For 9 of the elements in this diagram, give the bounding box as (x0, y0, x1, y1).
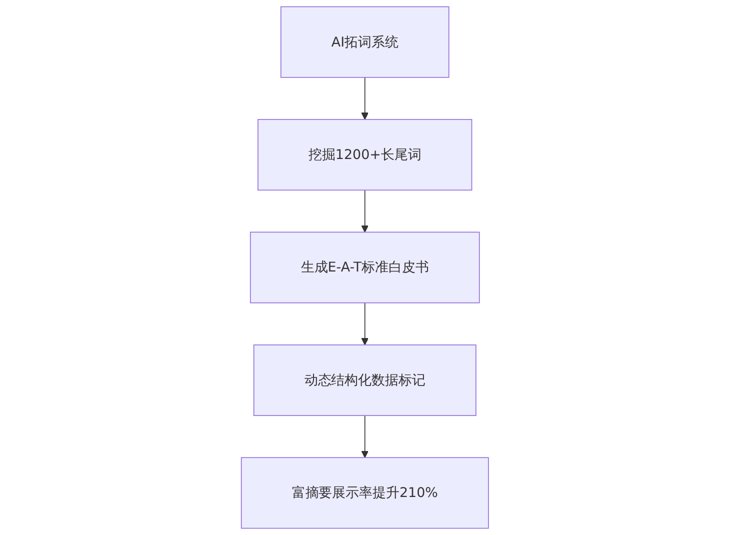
arrow (360, 415, 368, 458)
node-box: 富摘要展示率提升210% (240, 457, 488, 529)
arrow (360, 302, 368, 346)
node-box: 挖掘1200+长尾词 (257, 119, 472, 191)
arrow (360, 76, 368, 120)
node-box: 动态结构化数据标记 (253, 344, 476, 416)
node-box: 生成E-A-T标准白皮书 (250, 232, 480, 304)
node-box: AI拓词系统 (280, 6, 449, 78)
arrow (360, 190, 368, 232)
